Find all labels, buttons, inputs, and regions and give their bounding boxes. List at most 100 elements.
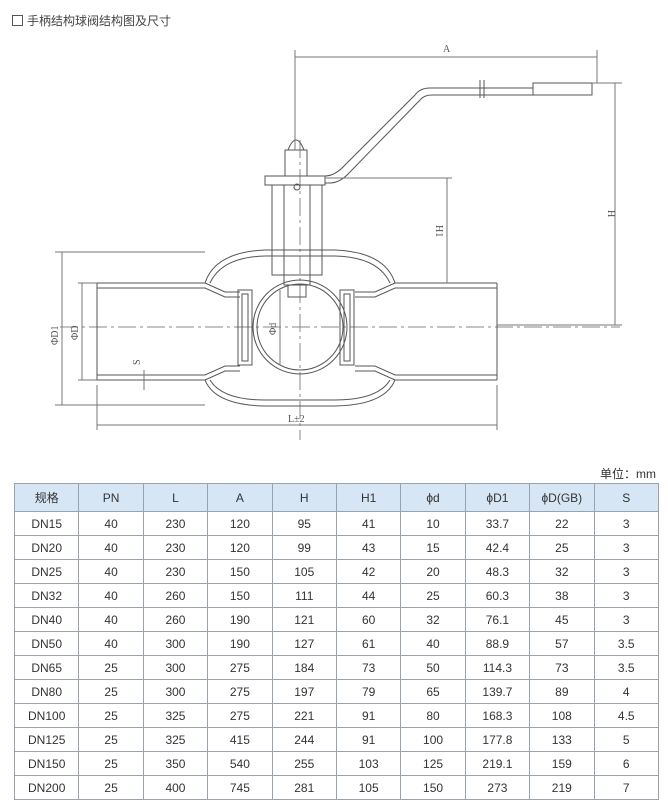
table-cell: 275 <box>207 655 273 680</box>
table-cell: 42.4 <box>464 535 531 560</box>
table-cell: 3 <box>593 607 660 632</box>
table-cell: 3 <box>593 511 660 536</box>
table-cell: 300 <box>142 679 209 704</box>
table-cell: DN32 <box>13 583 80 608</box>
checkbox-square-icon <box>12 15 23 26</box>
table-cell: 3.5 <box>593 655 660 680</box>
table-cell: 150 <box>400 775 466 800</box>
table-cell: 25 <box>78 655 144 680</box>
table-cell: 150 <box>207 583 273 608</box>
table-cell: 281 <box>271 775 337 800</box>
dim-label-l: L±2 <box>288 414 305 425</box>
table-cell: 25 <box>78 703 144 728</box>
table-cell: DN65 <box>13 655 80 680</box>
table-cell: 100 <box>400 727 466 752</box>
column-header: ϕd <box>400 483 466 512</box>
table-cell: 325 <box>142 703 209 728</box>
table-cell: 80 <box>400 703 466 728</box>
ball-valve-diagram: A H H1 ΦD1 ΦD Φd S L±2 <box>50 44 622 440</box>
table-cell: 43 <box>335 535 402 560</box>
table-cell: 255 <box>271 751 337 776</box>
table-cell: 260 <box>142 583 209 608</box>
table-cell: 91 <box>335 727 402 752</box>
column-header: S <box>593 483 660 512</box>
dim-label-h: H <box>605 210 616 217</box>
table-cell: 230 <box>142 535 209 560</box>
table-cell: 325 <box>142 727 209 752</box>
column-header: 规格 <box>13 483 80 512</box>
table-cell: DN200 <box>13 775 80 800</box>
table-cell: 48.3 <box>464 559 531 584</box>
table-cell: DN25 <box>13 559 80 584</box>
table-cell: 40 <box>78 511 144 536</box>
table-cell: 60 <box>335 607 402 632</box>
table-cell: DN20 <box>13 535 80 560</box>
table-cell: 139.7 <box>464 679 531 704</box>
table-cell: 350 <box>142 751 209 776</box>
table-cell: 10 <box>400 511 466 536</box>
table-cell: 25 <box>78 775 144 800</box>
column-header: A <box>207 483 273 512</box>
table-cell: 15 <box>400 535 466 560</box>
dim-label-small-d: Φd <box>268 323 279 335</box>
table-cell: 25 <box>78 679 144 704</box>
table-cell: 244 <box>271 727 337 752</box>
table-cell: 230 <box>142 511 209 536</box>
column-header: H <box>271 483 337 512</box>
table-cell: 230 <box>142 559 209 584</box>
table-cell: 44 <box>335 583 402 608</box>
table-cell: 103 <box>335 751 402 776</box>
table-cell: 120 <box>207 511 273 536</box>
table-cell: 219 <box>529 775 595 800</box>
table-cell: 42 <box>335 559 402 584</box>
table-cell: 22 <box>529 511 595 536</box>
table-cell: 3 <box>593 559 660 584</box>
table-cell: 114.3 <box>464 655 531 680</box>
table-cell: 273 <box>464 775 531 800</box>
table-cell: 95 <box>271 511 337 536</box>
table-cell: 125 <box>400 751 466 776</box>
table-cell: 4 <box>593 679 660 704</box>
table-cell: 25 <box>78 751 144 776</box>
table-cell: 219.1 <box>464 751 531 776</box>
table-cell: 177.8 <box>464 727 531 752</box>
table-cell: DN150 <box>13 751 80 776</box>
table-cell: 89 <box>529 679 595 704</box>
table-cell: 40 <box>78 631 144 656</box>
table-cell: 40 <box>78 559 144 584</box>
dim-label-a: A <box>443 44 451 55</box>
column-header: PN <box>78 483 144 512</box>
table-cell: 5 <box>593 727 660 752</box>
table-cell: 32 <box>529 559 595 584</box>
table-cell: 38 <box>529 583 595 608</box>
dim-label-d: ΦD <box>70 325 81 340</box>
unit-label: 单位：mm <box>600 467 656 481</box>
table-cell: 300 <box>142 631 209 656</box>
table-cell: 221 <box>271 703 337 728</box>
table-cell: 190 <box>207 607 273 632</box>
table-cell: 190 <box>207 631 273 656</box>
table-cell: 88.9 <box>464 631 531 656</box>
column-header: ϕD(GB) <box>529 483 595 512</box>
table-cell: 45 <box>529 607 595 632</box>
table-cell: 65 <box>400 679 466 704</box>
table-cell: 25 <box>78 727 144 752</box>
table-cell: 745 <box>207 775 273 800</box>
table-cell: DN100 <box>13 703 80 728</box>
column-header: ϕD1 <box>464 483 531 512</box>
dim-label-h1: H1 <box>433 225 444 237</box>
table-cell: 197 <box>271 679 337 704</box>
table-cell: 184 <box>271 655 337 680</box>
table-cell: 105 <box>335 775 402 800</box>
table-cell: 168.3 <box>464 703 531 728</box>
section-title: 手柄结构球阀结构图及尺寸 <box>12 12 171 29</box>
